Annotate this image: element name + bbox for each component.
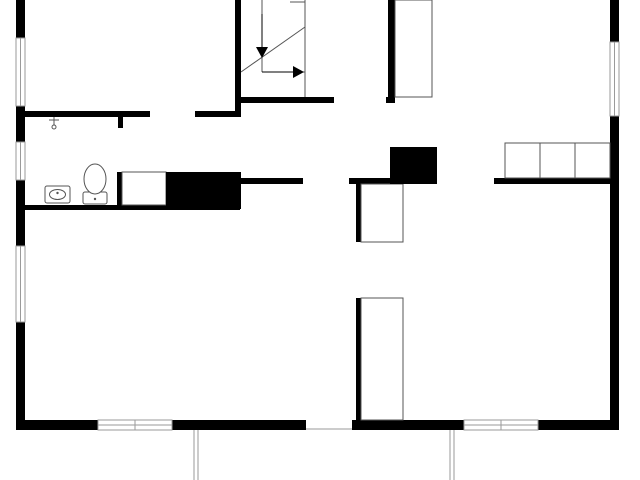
wall-center-horizontal xyxy=(349,178,409,184)
utility-block xyxy=(166,172,241,209)
built-ins xyxy=(121,0,611,421)
shower-valve-icon xyxy=(49,117,59,130)
closet-lower xyxy=(360,297,404,421)
bathroom-fixtures xyxy=(44,117,108,205)
wall-center-vertical xyxy=(388,0,395,102)
wall-upper-room-stub xyxy=(118,111,123,128)
wall-center-pillar xyxy=(356,178,361,242)
wall-right-room-top xyxy=(494,178,610,184)
stair-arrow-right-icon xyxy=(293,66,304,78)
sink-icon xyxy=(44,185,71,204)
fireplace-block xyxy=(390,147,437,184)
wall-hall-upper xyxy=(240,178,303,184)
stair-arrow-down-icon xyxy=(256,47,268,58)
wall-bath-bottom xyxy=(25,205,240,210)
wall-left xyxy=(16,0,25,430)
staircase xyxy=(240,0,306,97)
wall-stair-bottom xyxy=(235,97,334,103)
toilet-icon xyxy=(82,163,108,205)
vanity-counter xyxy=(121,171,167,206)
windows xyxy=(15,37,620,431)
kitchen-counter-top xyxy=(504,142,611,179)
interior-walls xyxy=(25,0,610,420)
wall-center-stub xyxy=(386,97,395,103)
exterior-walls xyxy=(16,0,619,430)
closet-center xyxy=(360,183,404,243)
wardrobe-upper xyxy=(394,0,433,98)
wall-upper-room-bottom-left xyxy=(25,111,150,117)
wall-lower-center xyxy=(356,298,361,420)
wall-stair-left xyxy=(235,0,241,117)
wall-bath-right-stub xyxy=(117,172,122,210)
stair-diagonal xyxy=(240,26,306,73)
entry-porch xyxy=(193,428,455,480)
wall-upper-room-bottom-right xyxy=(195,111,241,117)
wall-right xyxy=(610,0,619,430)
